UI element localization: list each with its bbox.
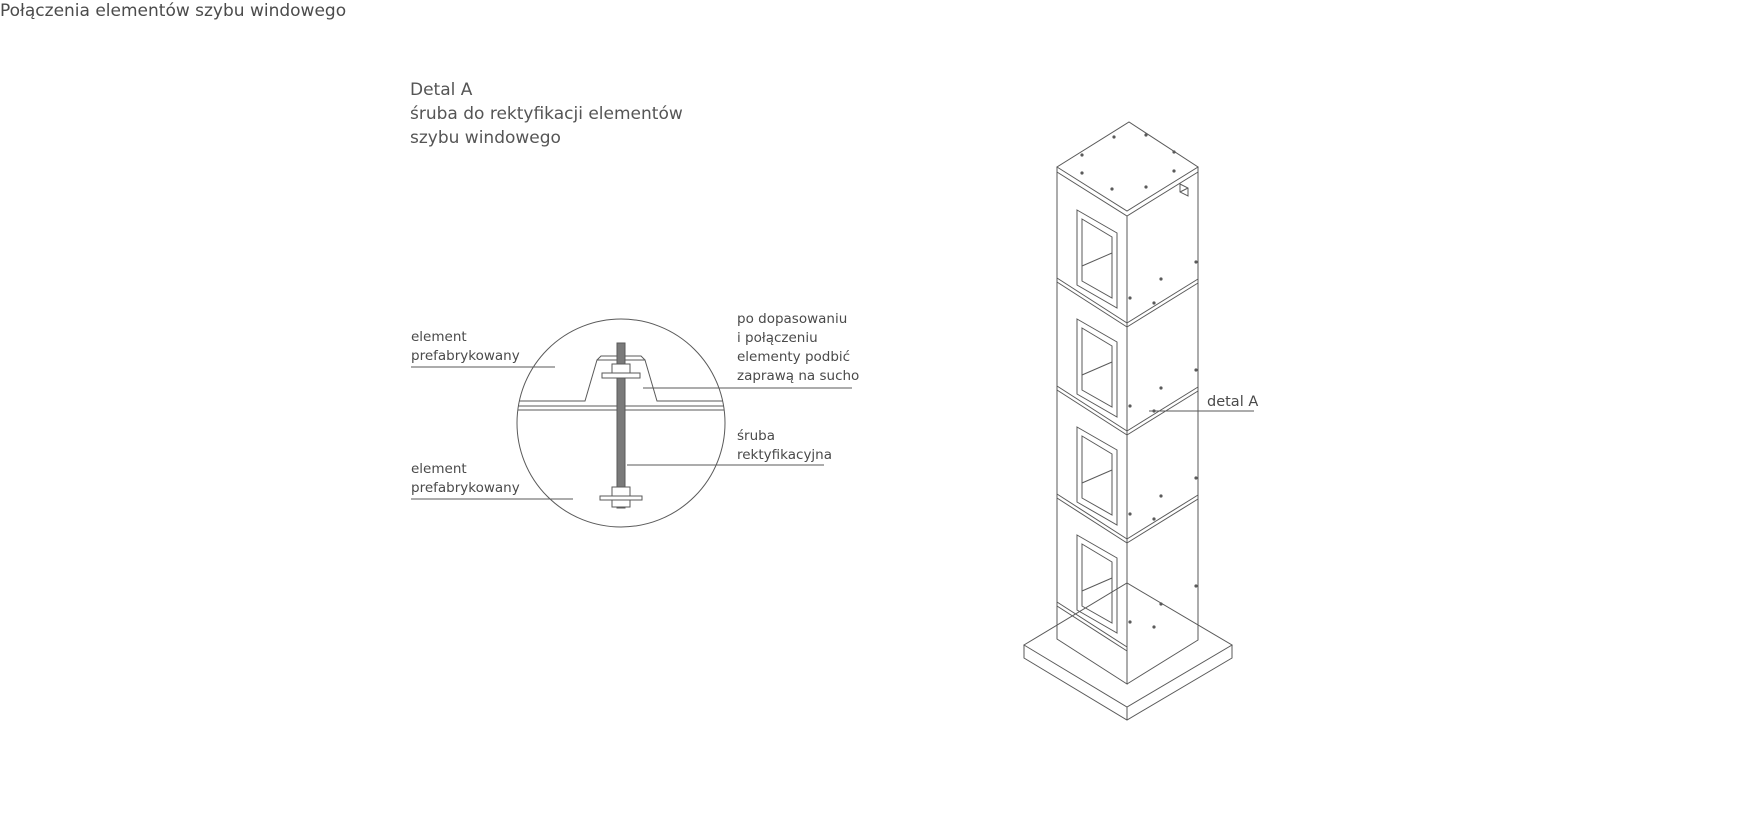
detail-heading-line: szybu windowego [410, 128, 561, 148]
detail-heading: Detal A śruba do rektyfikacji elementów … [410, 78, 683, 150]
door-openings [1076, 209, 1118, 634]
anchor-symbol [1179, 183, 1189, 197]
detail-leaders [411, 366, 852, 500]
label-line: zaprawą na sucho [737, 368, 860, 384]
label-upper-element: element prefabrykowany [411, 328, 520, 366]
detail-heading-line: Detal A [410, 80, 473, 100]
shaft-top [1056, 121, 1199, 212]
fixing-points [1080, 133, 1198, 629]
label-line: po dopasowaniu [737, 311, 848, 327]
label-line: śruba [737, 428, 775, 444]
label-line: element [411, 461, 467, 477]
lower-nut [611, 486, 631, 497]
label-line: i połączeniu [737, 330, 818, 346]
elevator-shaft [1023, 121, 1254, 721]
page-title: Połączenia elementów szybu windowego [0, 1, 347, 21]
upper-nut [611, 363, 631, 374]
screw-rod [616, 342, 626, 509]
label-lower-element: element prefabrykowany [411, 460, 520, 498]
shaft-body [1056, 121, 1199, 685]
label-line: prefabrykowany [411, 480, 520, 496]
detail-a-circle [516, 318, 726, 528]
upper-washer [601, 372, 641, 379]
label-detail-ref: detal A [1207, 394, 1259, 410]
label-screw: śruba rektyfikacyjna [737, 427, 832, 465]
lower-washer [599, 495, 643, 501]
base-slab [1023, 582, 1233, 721]
label-mortar-note: po dopasowaniu i połączeniu elementy pod… [737, 310, 859, 386]
label-line: elementy podbić [737, 349, 851, 365]
label-line: prefabrykowany [411, 348, 520, 364]
label-line: rektyfikacyjna [737, 447, 833, 463]
detail-heading-line: śruba do rektyfikacji elementów [410, 104, 683, 124]
label-line: element [411, 329, 467, 345]
